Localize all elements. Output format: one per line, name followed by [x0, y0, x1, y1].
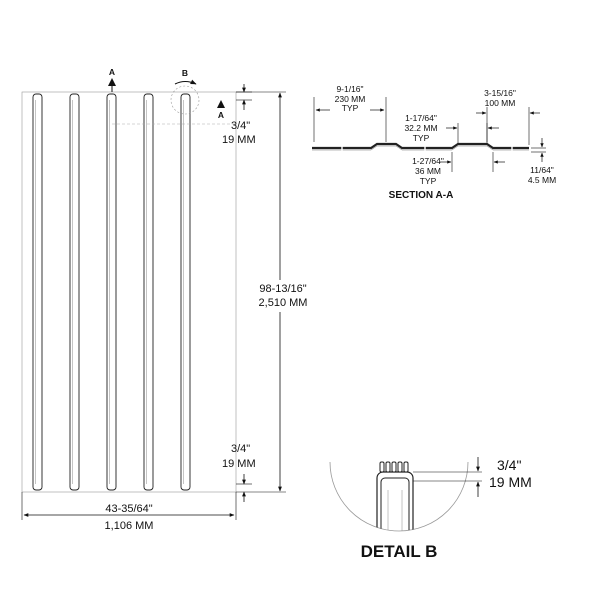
- top-offset-imperial: 3/4": [231, 120, 250, 132]
- section-aa-title: SECTION A-A: [389, 190, 454, 201]
- section-arrow-a-right: [217, 100, 225, 108]
- edge-width-metric: 100 MM: [485, 98, 516, 108]
- section-aa-view: 9-1/16" 230 MM TYP 1-17/64" 32.2 MM TYP …: [312, 84, 556, 201]
- bottom-offset-metric: 19 MM: [222, 458, 256, 470]
- slot: [106, 93, 117, 491]
- detail-b-offset-imperial: 3/4": [497, 457, 521, 473]
- slot: [32, 93, 43, 491]
- detail-b-tabs: [379, 461, 409, 473]
- detail-marker-b: B: [182, 68, 188, 78]
- slot: [69, 93, 80, 491]
- section-profile: [312, 142, 529, 150]
- slot: [180, 93, 191, 491]
- detail-b-callout: [170, 85, 200, 115]
- section-marker-a: A: [109, 67, 115, 77]
- panel-outline: [21, 91, 237, 493]
- panel-front-view: A B A 3/4" 19 MM 98-13/16" 2,510 MM 3/4"…: [21, 67, 308, 532]
- rib-bottom-width-metric: 36 MM: [415, 166, 441, 176]
- rib-top-width-imperial: 1-17/64": [405, 113, 437, 123]
- rib-top-width-metric: 32.2 MM: [404, 123, 437, 133]
- rib-spacing-note: TYP: [342, 103, 359, 113]
- height-metric: 2,510 MM: [259, 297, 308, 309]
- section-arrow-a: [108, 78, 116, 86]
- slot: [143, 93, 154, 491]
- rib-bottom-width-imperial: 1-27/64": [412, 156, 444, 166]
- detail-b-arrow: [174, 79, 197, 85]
- detail-b-offset-metric: 19 MM: [489, 474, 532, 490]
- height-imperial: 98-13/16": [259, 283, 306, 295]
- detail-b-title: DETAIL B: [361, 542, 438, 561]
- rib-spacing-metric: 230 MM: [335, 94, 366, 104]
- width-metric: 1,106 MM: [105, 520, 154, 532]
- top-offset-metric: 19 MM: [222, 134, 256, 146]
- section-marker-a-right: A: [218, 110, 224, 120]
- width-imperial: 43-35/64": [105, 503, 152, 515]
- detail-b-view: 3/4" 19 MM DETAIL B: [329, 457, 532, 561]
- slot-group: [32, 93, 191, 491]
- rib-spacing-imperial: 9-1/16": [336, 84, 363, 94]
- rib-top-width-note: TYP: [413, 133, 430, 143]
- edge-width-imperial: 3-15/16": [484, 88, 516, 98]
- rib-bottom-width-note: TYP: [420, 176, 437, 186]
- bottom-offset-imperial: 3/4": [231, 443, 250, 455]
- thickness-metric: 4.5 MM: [528, 175, 556, 185]
- thickness-imperial: 11/64": [530, 165, 554, 175]
- detail-b-boundary: [329, 461, 469, 532]
